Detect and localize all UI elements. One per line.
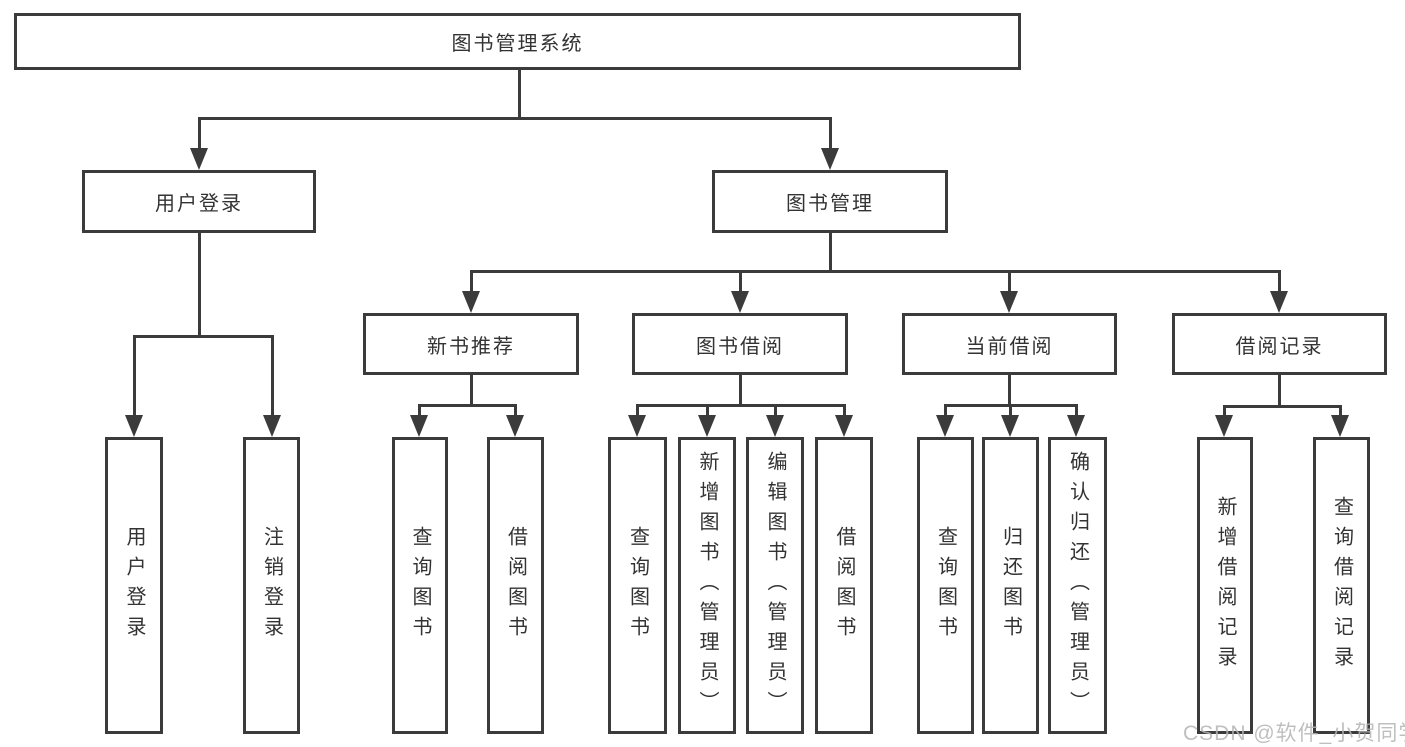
connector-root-stem [518, 68, 521, 119]
arrow-down-icon [1000, 291, 1018, 313]
node-borrowing-records-label: 借阅记录 [1235, 335, 1324, 358]
connector-borrowing-records-stem [1278, 375, 1281, 408]
connector-borrowing-records-rail [1223, 405, 1342, 408]
leaf-borrow-books-recommend: 借阅图书 [487, 437, 544, 734]
connector-drop-leaf [944, 404, 947, 418]
connector-user-login-rail [133, 335, 274, 338]
connector-drop-leaf [774, 404, 777, 418]
node-book-borrowing: 图书借阅 [632, 313, 848, 375]
leaf-query-books-current-label: 查询图书 [934, 525, 957, 646]
watermark-text: CSDN @软件_小贺同学 [1183, 722, 1405, 745]
connector-book-management-rail [470, 270, 1281, 273]
connector-drop-level3 [739, 270, 742, 293]
arrow-down-icon [731, 291, 749, 313]
connector-user-login-stem [198, 233, 201, 338]
connector-root-rail [198, 117, 832, 120]
node-user-login-label: 用户登录 [155, 193, 243, 215]
connector-drop-book-management [829, 117, 832, 151]
node-root-label: 图书管理系统 [451, 33, 584, 55]
arrow-down-icon [936, 415, 954, 437]
connector-drop-level3 [1278, 270, 1281, 293]
leaf-logout-login-label: 注销登录 [260, 525, 283, 646]
connector-drop-leaf [1009, 404, 1012, 418]
connector-drop-leaf [133, 335, 136, 417]
leaf-edit-books-admin-label: 编辑图书（管理员） [764, 450, 786, 721]
leaf-edit-books-admin: 编辑图书（管理员） [746, 437, 804, 734]
node-current-borrowing: 当前借阅 [902, 313, 1117, 375]
leaf-confirm-return-admin: 确认归还（管理员） [1048, 437, 1107, 734]
connector-drop-leaf [418, 404, 421, 418]
leaf-user-login: 用户登录 [105, 437, 163, 734]
arrow-down-icon [1001, 415, 1019, 437]
node-root: 图书管理系统 [14, 13, 1021, 70]
leaf-query-borrow-record-label: 查询借阅记录 [1330, 495, 1353, 676]
leaf-query-books-recommend: 查询图书 [392, 437, 448, 734]
connector-book-borrowing-rail [636, 404, 846, 407]
connector-drop-leaf [843, 404, 846, 418]
connector-current-borrowing-stem [1008, 375, 1011, 407]
connector-new-book-stem [470, 375, 473, 407]
arrow-down-icon [125, 415, 143, 437]
arrow-down-icon [263, 415, 281, 437]
connector-drop-leaf [706, 404, 709, 418]
leaf-logout-login: 注销登录 [243, 437, 300, 734]
connector-drop-level3 [1008, 270, 1011, 293]
leaf-query-books-borrowing-label: 查询图书 [626, 525, 649, 646]
arrow-down-icon [190, 148, 208, 170]
arrow-down-icon [462, 291, 480, 313]
connector-book-management-stem [829, 233, 832, 273]
arrow-down-icon [835, 415, 853, 437]
node-book-management: 图书管理 [712, 170, 948, 233]
connector-drop-leaf [1339, 405, 1342, 418]
arrow-down-icon [1067, 415, 1085, 437]
leaf-query-books-borrowing: 查询图书 [608, 437, 667, 734]
arrow-down-icon [410, 415, 428, 437]
leaf-borrow-books-borrowing-label: 借阅图书 [833, 525, 855, 646]
leaf-add-borrow-record-label: 新增借阅记录 [1214, 495, 1236, 676]
node-book-management-label: 图书管理 [786, 193, 874, 215]
arrow-down-icon [628, 415, 646, 437]
leaf-return-books-label: 归还图书 [999, 525, 1022, 646]
leaf-add-borrow-record: 新增借阅记录 [1197, 437, 1253, 734]
arrow-down-icon [698, 415, 716, 437]
arrow-down-icon [1270, 291, 1288, 313]
leaf-confirm-return-admin-label: 确认归还（管理员） [1066, 450, 1089, 721]
connector-drop-user-login [198, 117, 201, 151]
connector-drop-leaf [271, 335, 274, 417]
node-new-book-recommendation-label: 新书推荐 [427, 335, 515, 358]
connector-drop-leaf [514, 404, 517, 418]
leaf-return-books: 归还图书 [982, 437, 1039, 734]
arrow-down-icon [1215, 415, 1233, 437]
arrow-down-icon [766, 415, 784, 437]
node-new-book-recommendation: 新书推荐 [363, 313, 579, 375]
node-user-login: 用户登录 [82, 170, 316, 233]
node-borrowing-records: 借阅记录 [1172, 313, 1387, 375]
connector-new-book-rail [418, 404, 517, 407]
arrow-down-icon [1331, 415, 1349, 437]
leaf-query-borrow-record: 查询借阅记录 [1313, 437, 1370, 734]
connector-drop-leaf [636, 404, 639, 418]
connector-drop-leaf [1075, 404, 1078, 418]
connector-book-borrowing-stem [739, 375, 742, 407]
leaf-query-books-recommend-label: 查询图书 [409, 525, 431, 646]
arrow-down-icon [506, 415, 524, 437]
node-book-borrowing-label: 图书借阅 [696, 335, 784, 358]
leaf-user-login-label: 用户登录 [123, 525, 145, 646]
leaf-add-books-admin-label: 新增图书（管理员） [696, 450, 718, 721]
leaf-borrow-books-recommend-label: 借阅图书 [504, 525, 527, 646]
leaf-add-books-admin: 新增图书（管理员） [678, 437, 736, 734]
leaf-query-books-current: 查询图书 [917, 437, 974, 734]
connector-drop-leaf [1223, 405, 1226, 418]
leaf-borrow-books-borrowing: 借阅图书 [815, 437, 873, 734]
arrow-down-icon [821, 148, 839, 170]
node-current-borrowing-label: 当前借阅 [965, 335, 1054, 358]
connector-drop-level3 [470, 270, 473, 293]
